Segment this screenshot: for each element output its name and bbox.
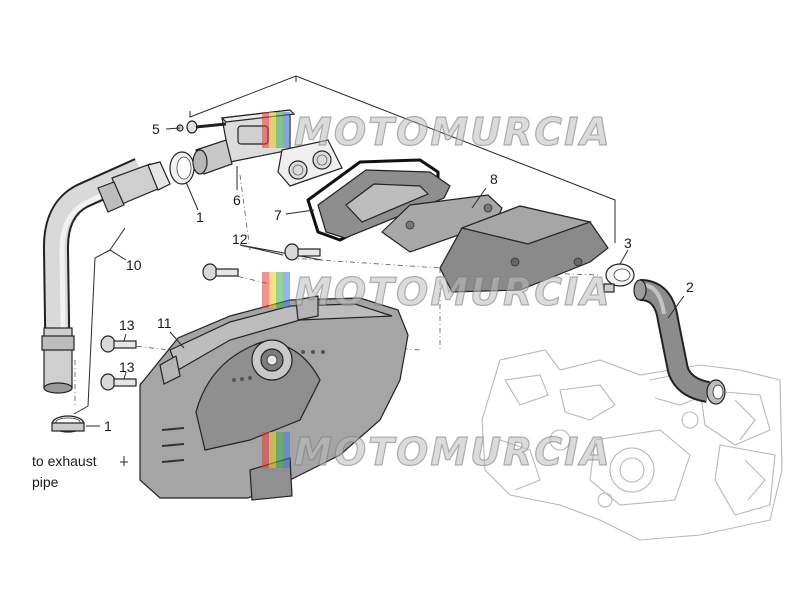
watermark-bottom: MOTOMURCIA [262,429,612,475]
screw-part-5 [176,120,227,134]
watermark-text: MOTOMURCIA [294,110,612,154]
leader-lines [73,127,685,466]
callout-3: 3 [624,235,632,251]
callout-7: 7 [274,207,282,223]
watermark-logo-stripe [276,432,283,468]
callout-11: 11 [157,315,172,331]
airbox-cover-housing [439,205,609,293]
callout-5: 5 [152,121,160,137]
watermark-logo-stripe [283,112,290,148]
callout-13-upper: 13 [119,317,135,333]
callout-13-lower: 13 [119,359,135,375]
callout-8: 8 [490,171,498,187]
callout-labels: 5 6 1 7 8 3 2 10 12 11 13 13 1 [104,121,694,434]
engine-crankcase-outline [481,349,783,541]
callout-1-lower: 1 [104,418,112,434]
breather-hose-part-10 [41,158,171,394]
callout-2: 2 [686,279,694,295]
bolts-part-12 [202,243,321,281]
watermark-text: MOTOMURCIA [294,430,612,474]
reed-filter-plate [277,139,343,187]
curved-pipe-part-2 [633,279,726,405]
watermark-logo-stripe [262,432,269,468]
watermark-logo-stripe [262,272,269,308]
watermark-middle: MOTOMURCIA [262,269,612,315]
intake-flange [317,169,451,239]
exhaust-note-line-2: pipe [32,474,59,490]
watermark-logo-stripe [269,432,276,468]
callout-12: 12 [232,231,248,247]
hose-clamp-part-3 [603,263,635,293]
reed-plate-part-8 [381,194,503,253]
exhaust-note: to exhaust pipe [32,453,97,490]
watermark-logo-stripe [276,112,283,148]
exhaust-note-line-1: to exhaust [32,453,97,469]
callout-1-upper: 1 [196,209,204,225]
watermark-logo-stripe [269,112,276,148]
transmission-cover-part-11 [139,295,409,501]
watermark-logo-stripe [262,112,269,148]
watermark-top: MOTOMURCIA [262,109,612,155]
watermark-text: MOTOMURCIA [294,270,612,314]
watermark-logo-stripe [276,272,283,308]
hose-clamp-upper-part-1 [169,151,195,185]
callout-10: 10 [126,257,142,273]
hose-clamp-lower-part-1 [51,415,85,433]
assembly-bracket-lines [189,75,616,261]
bolts-part-13 [100,335,137,391]
watermark-logo-stripe [283,272,290,308]
watermark-logo-stripe [269,272,276,308]
callout-6: 6 [233,192,241,208]
watermark-logo-stripe [283,432,290,468]
